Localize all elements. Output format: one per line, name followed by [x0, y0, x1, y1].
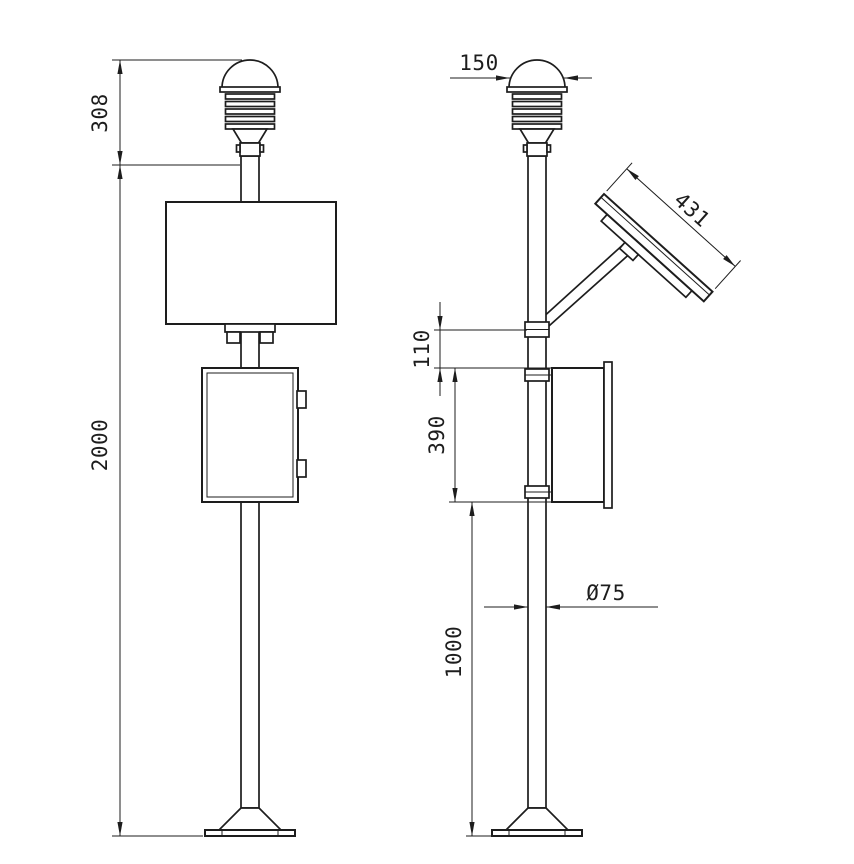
- arrowhead: [117, 151, 123, 165]
- arrowhead: [437, 316, 443, 330]
- arrowhead: [452, 488, 458, 502]
- dim-sensor-width: 150: [450, 51, 592, 81]
- sensor-throat: [518, 128, 556, 144]
- panel-front: [165, 201, 337, 325]
- arrowhead: [117, 165, 123, 179]
- louver-fin: [511, 100, 563, 108]
- panel-clamp: [226, 331, 241, 344]
- panel-mount-foot: [618, 241, 640, 262]
- solar-panel-strut: [539, 240, 636, 336]
- cabinet-front: [201, 367, 307, 503]
- dim-mount-to-cabinet-label: 110: [410, 329, 434, 368]
- dim-sensor-width-label: 150: [459, 51, 498, 75]
- sensor-dome-rim: [219, 86, 281, 93]
- arrowhead: [117, 60, 123, 74]
- base-gusset: [503, 807, 571, 831]
- sensor-connector: [239, 142, 261, 157]
- dim-mount-to-cabinet: 110: [410, 302, 552, 396]
- cabinet-body: [551, 367, 605, 503]
- base-side: [491, 807, 583, 837]
- base-front: [204, 807, 296, 837]
- pole-clamps: [524, 321, 552, 499]
- cabinet-door-line: [206, 372, 294, 498]
- panel-body: [593, 192, 714, 303]
- solar-panel-side: 431: [593, 162, 741, 303]
- louver-fin: [511, 115, 563, 123]
- extension-line: [714, 260, 741, 290]
- arrowhead: [469, 822, 475, 836]
- arrowhead: [117, 822, 123, 836]
- base-plate: [204, 829, 296, 837]
- arrowhead: [723, 255, 736, 267]
- sensor-dome: [221, 59, 279, 89]
- arrowhead: [626, 168, 639, 181]
- louver-fin: [224, 108, 276, 115]
- arrowhead: [564, 75, 578, 81]
- arrowhead: [496, 75, 510, 81]
- dim-total-height-label: 2000: [88, 419, 112, 472]
- cabinet-side: [551, 361, 613, 509]
- panel-clamp: [259, 331, 274, 344]
- panel-face-line: [600, 196, 710, 296]
- dim-cabinet-to-ground-label: 1000: [442, 626, 466, 679]
- extension-line: [606, 162, 633, 192]
- dim-sensor-height: 308: [88, 59, 242, 166]
- wind-sensor-front: [219, 59, 281, 157]
- side-view: 431 150: [410, 51, 741, 837]
- sensor-dome-rim: [506, 86, 568, 93]
- arrowhead: [437, 368, 443, 382]
- front-view: 308 2000: [88, 59, 337, 837]
- dim-cabinet-height: 390: [425, 368, 553, 503]
- louver-fin: [224, 115, 276, 123]
- dim-solar-panel-length-label: 431: [669, 188, 714, 232]
- cabinet-hinge: [296, 390, 307, 409]
- base-plate: [491, 829, 583, 837]
- dim-pole-diameter: Ø75: [484, 581, 658, 610]
- sensor-throat: [231, 128, 269, 144]
- connector-nub: [546, 144, 552, 153]
- dim-cabinet-height-label: 390: [425, 415, 449, 454]
- dim-pole-diameter-label: Ø75: [586, 581, 625, 605]
- louver-fin: [511, 93, 563, 100]
- connector-nub: [235, 144, 241, 153]
- cabinet-body: [201, 367, 299, 503]
- dim-cabinet-to-ground: 1000: [442, 502, 492, 837]
- cabinet-door-panel: [603, 361, 613, 509]
- connector-nub: [522, 144, 528, 153]
- base-gusset: [216, 807, 284, 831]
- dim-total-height: 2000: [88, 165, 203, 837]
- sensor-connector: [526, 142, 548, 157]
- arrowhead: [514, 604, 528, 610]
- dim-sensor-height-label: 308: [88, 93, 112, 132]
- louver-fin: [224, 100, 276, 108]
- louver-fin: [511, 108, 563, 115]
- cabinet-hinge: [296, 459, 307, 478]
- sensor-dome: [508, 59, 566, 89]
- arrowhead: [469, 502, 475, 516]
- arrowhead: [452, 368, 458, 382]
- pole-side: [527, 155, 547, 809]
- wind-sensor-side: [506, 59, 568, 157]
- connector-nub: [259, 144, 265, 153]
- louver-fin: [224, 93, 276, 100]
- arrowhead: [546, 604, 560, 610]
- dimension-line: [626, 168, 736, 267]
- panel-bracket-bar: [224, 323, 276, 333]
